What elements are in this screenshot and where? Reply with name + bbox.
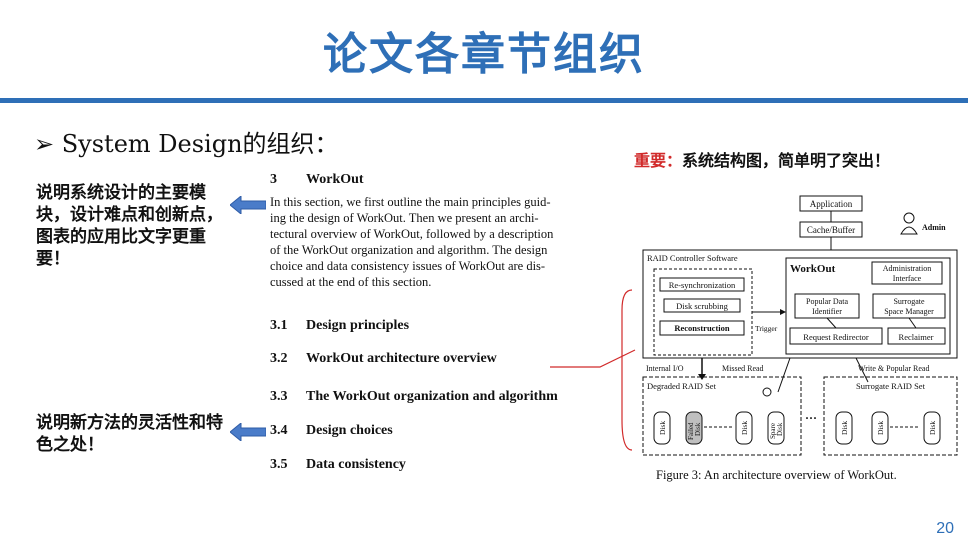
left-note-1: 说明系统设计的主要模块，设计难点和创新点，图表的应用比文字更重要！ <box>36 183 223 269</box>
important-label: 重要： <box>634 151 683 170</box>
left-arrow-icon <box>230 196 266 214</box>
paragraph-line: of the WorkOut organization and algorith… <box>270 243 548 257</box>
paragraph-line: cussed at the end of this section. <box>270 275 432 289</box>
left-note-2: 说明新方法的灵活性和特色之处！ <box>36 413 223 455</box>
workout-label: WorkOut <box>790 263 836 275</box>
svg-text:Trigger: Trigger <box>755 324 778 333</box>
paragraph-line: In this section, we first outline the ma… <box>270 195 551 209</box>
paragraph-line: choice and data consistency issues of Wo… <box>270 259 546 273</box>
svg-text:Interface: Interface <box>893 274 922 283</box>
svg-text:Surrogate: Surrogate <box>893 297 925 306</box>
svg-text:Surrogate RAID Set: Surrogate RAID Set <box>856 381 926 391</box>
important-note: 重要：系统结构图，简单明了突出！ <box>634 147 890 171</box>
left-arrow-icon <box>230 423 266 441</box>
svg-text:Missed Read: Missed Read <box>722 364 764 373</box>
svg-text:Popular Data: Popular Data <box>806 297 848 306</box>
svg-text:Disk: Disk <box>694 422 702 436</box>
surrogate-set-box <box>823 376 958 456</box>
disk-icon: Disk <box>923 411 941 445</box>
failed-disk-icon: Failed Disk <box>685 411 703 445</box>
raid-sw-label: RAID Controller Software <box>647 253 738 263</box>
svg-text:Write & Popular Read: Write & Popular Read <box>858 364 929 373</box>
svg-text:Disk: Disk <box>928 421 937 435</box>
paragraph-line: ing the design of WorkOut. Then we prese… <box>270 211 539 225</box>
svg-text:Disk scrubbing: Disk scrubbing <box>676 301 728 311</box>
admin-label: Admin <box>922 223 946 232</box>
important-text: 系统结构图，简单明了突出！ <box>682 151 891 170</box>
svg-text:Disk: Disk <box>840 421 849 435</box>
svg-text:Failed: Failed <box>687 422 695 440</box>
svg-text:Internal I/O: Internal I/O <box>646 364 684 373</box>
slide-title: 论文各章节组织 <box>323 29 645 80</box>
red-connector <box>550 289 636 451</box>
svg-text:Disk: Disk <box>876 421 885 435</box>
svg-text:Reconstruction: Reconstruction <box>674 323 730 333</box>
disk-icon: Disk <box>735 411 753 445</box>
disk-icon: Disk <box>835 411 853 445</box>
svg-text:Disk: Disk <box>658 421 667 435</box>
disk-icon: Disk <box>653 411 671 445</box>
svg-text:Identifier: Identifier <box>812 307 842 316</box>
cache-label: Cache/Buffer <box>807 225 855 235</box>
svg-text:···: ··· <box>805 411 817 425</box>
paper-paragraph: In this section, we first outline the ma… <box>270 194 615 290</box>
disk-icon: Disk <box>871 411 889 445</box>
svg-text:Disk: Disk <box>740 421 749 435</box>
svg-text:Disk: Disk <box>776 422 784 436</box>
degraded-set-box <box>642 376 802 456</box>
admin-icon <box>903 212 915 224</box>
architecture-figure: Application Cache/Buffer Admin RAID Cont… <box>642 195 958 456</box>
application-label: Application <box>810 199 853 209</box>
svg-text:Administration: Administration <box>883 264 931 273</box>
spare-disk-icon: Spare Disk <box>767 411 785 445</box>
svg-text:Reclaimer: Reclaimer <box>899 332 934 342</box>
svg-text:Degraded RAID Set: Degraded RAID Set <box>647 381 717 391</box>
figure-caption: Figure 3: An architecture overview of Wo… <box>656 468 897 482</box>
svg-text:Re-synchronization: Re-synchronization <box>669 280 736 290</box>
page-number: 20 <box>936 520 954 537</box>
bullet-heading: ➢ System Design的组织： <box>34 130 339 158</box>
paragraph-line: tectural overview of WorkOut, followed b… <box>270 227 554 241</box>
svg-text:Space Manager: Space Manager <box>884 307 934 316</box>
title-divider <box>0 98 968 103</box>
svg-text:Request Redirector: Request Redirector <box>803 332 869 342</box>
svg-text:Spare: Spare <box>769 423 777 439</box>
